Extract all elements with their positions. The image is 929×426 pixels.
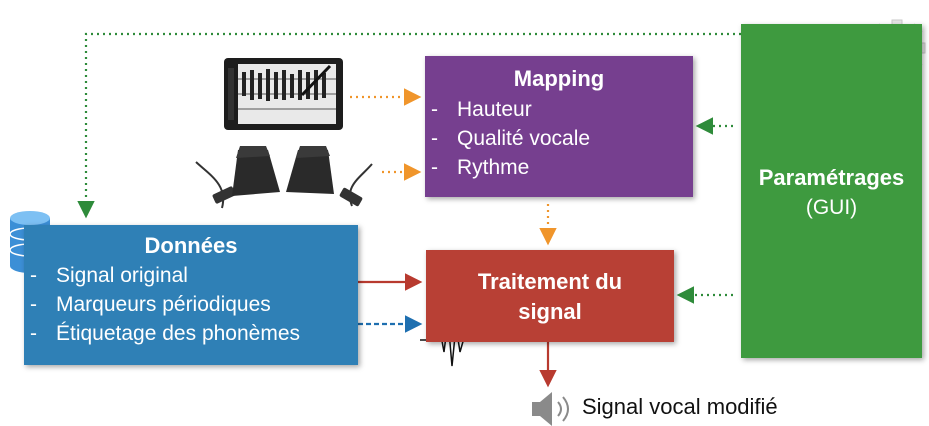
parametrages-box: Paramétrages (GUI) bbox=[741, 24, 922, 358]
pedal-icon bbox=[195, 146, 373, 209]
traitement-title-line1: Traitement du bbox=[477, 269, 623, 294]
donnees-title: Données bbox=[144, 233, 238, 258]
traitement-title: Traitement du signal bbox=[426, 267, 674, 327]
output-label: Signal vocal modifié bbox=[582, 394, 778, 419]
traitement-title-line2: signal bbox=[518, 299, 582, 324]
tablet-icon bbox=[224, 58, 343, 130]
donnees-item-signal-original: Signal original bbox=[30, 261, 358, 290]
donnees-item-marqueurs: Marqueurs périodiques bbox=[30, 290, 358, 319]
donnees-item-etiquetage: Étiquetage des phonèmes bbox=[30, 319, 358, 348]
mapping-item-rythme: Rythme bbox=[431, 153, 693, 182]
donnees-list: Signal original Marqueurs périodiques Ét… bbox=[30, 261, 358, 348]
mapping-item-qualite-vocale: Qualité vocale bbox=[431, 124, 693, 153]
parametrages-subtitle: (GUI) bbox=[805, 196, 858, 219]
traitement-box: Traitement du signal bbox=[426, 250, 674, 342]
mapping-list: Hauteur Qualité vocale Rythme bbox=[431, 95, 693, 182]
speaker-icon bbox=[532, 392, 569, 426]
parametrages-title: Paramétrages bbox=[758, 165, 905, 190]
donnees-box: Données Signal original Marqueurs périod… bbox=[24, 225, 358, 365]
mapping-item-hauteur: Hauteur bbox=[431, 95, 693, 124]
arrow-param-to-donnees bbox=[77, 32, 741, 219]
mapping-title: Mapping bbox=[513, 66, 605, 91]
mapping-box: Mapping Hauteur Qualité vocale Rythme bbox=[425, 56, 693, 197]
